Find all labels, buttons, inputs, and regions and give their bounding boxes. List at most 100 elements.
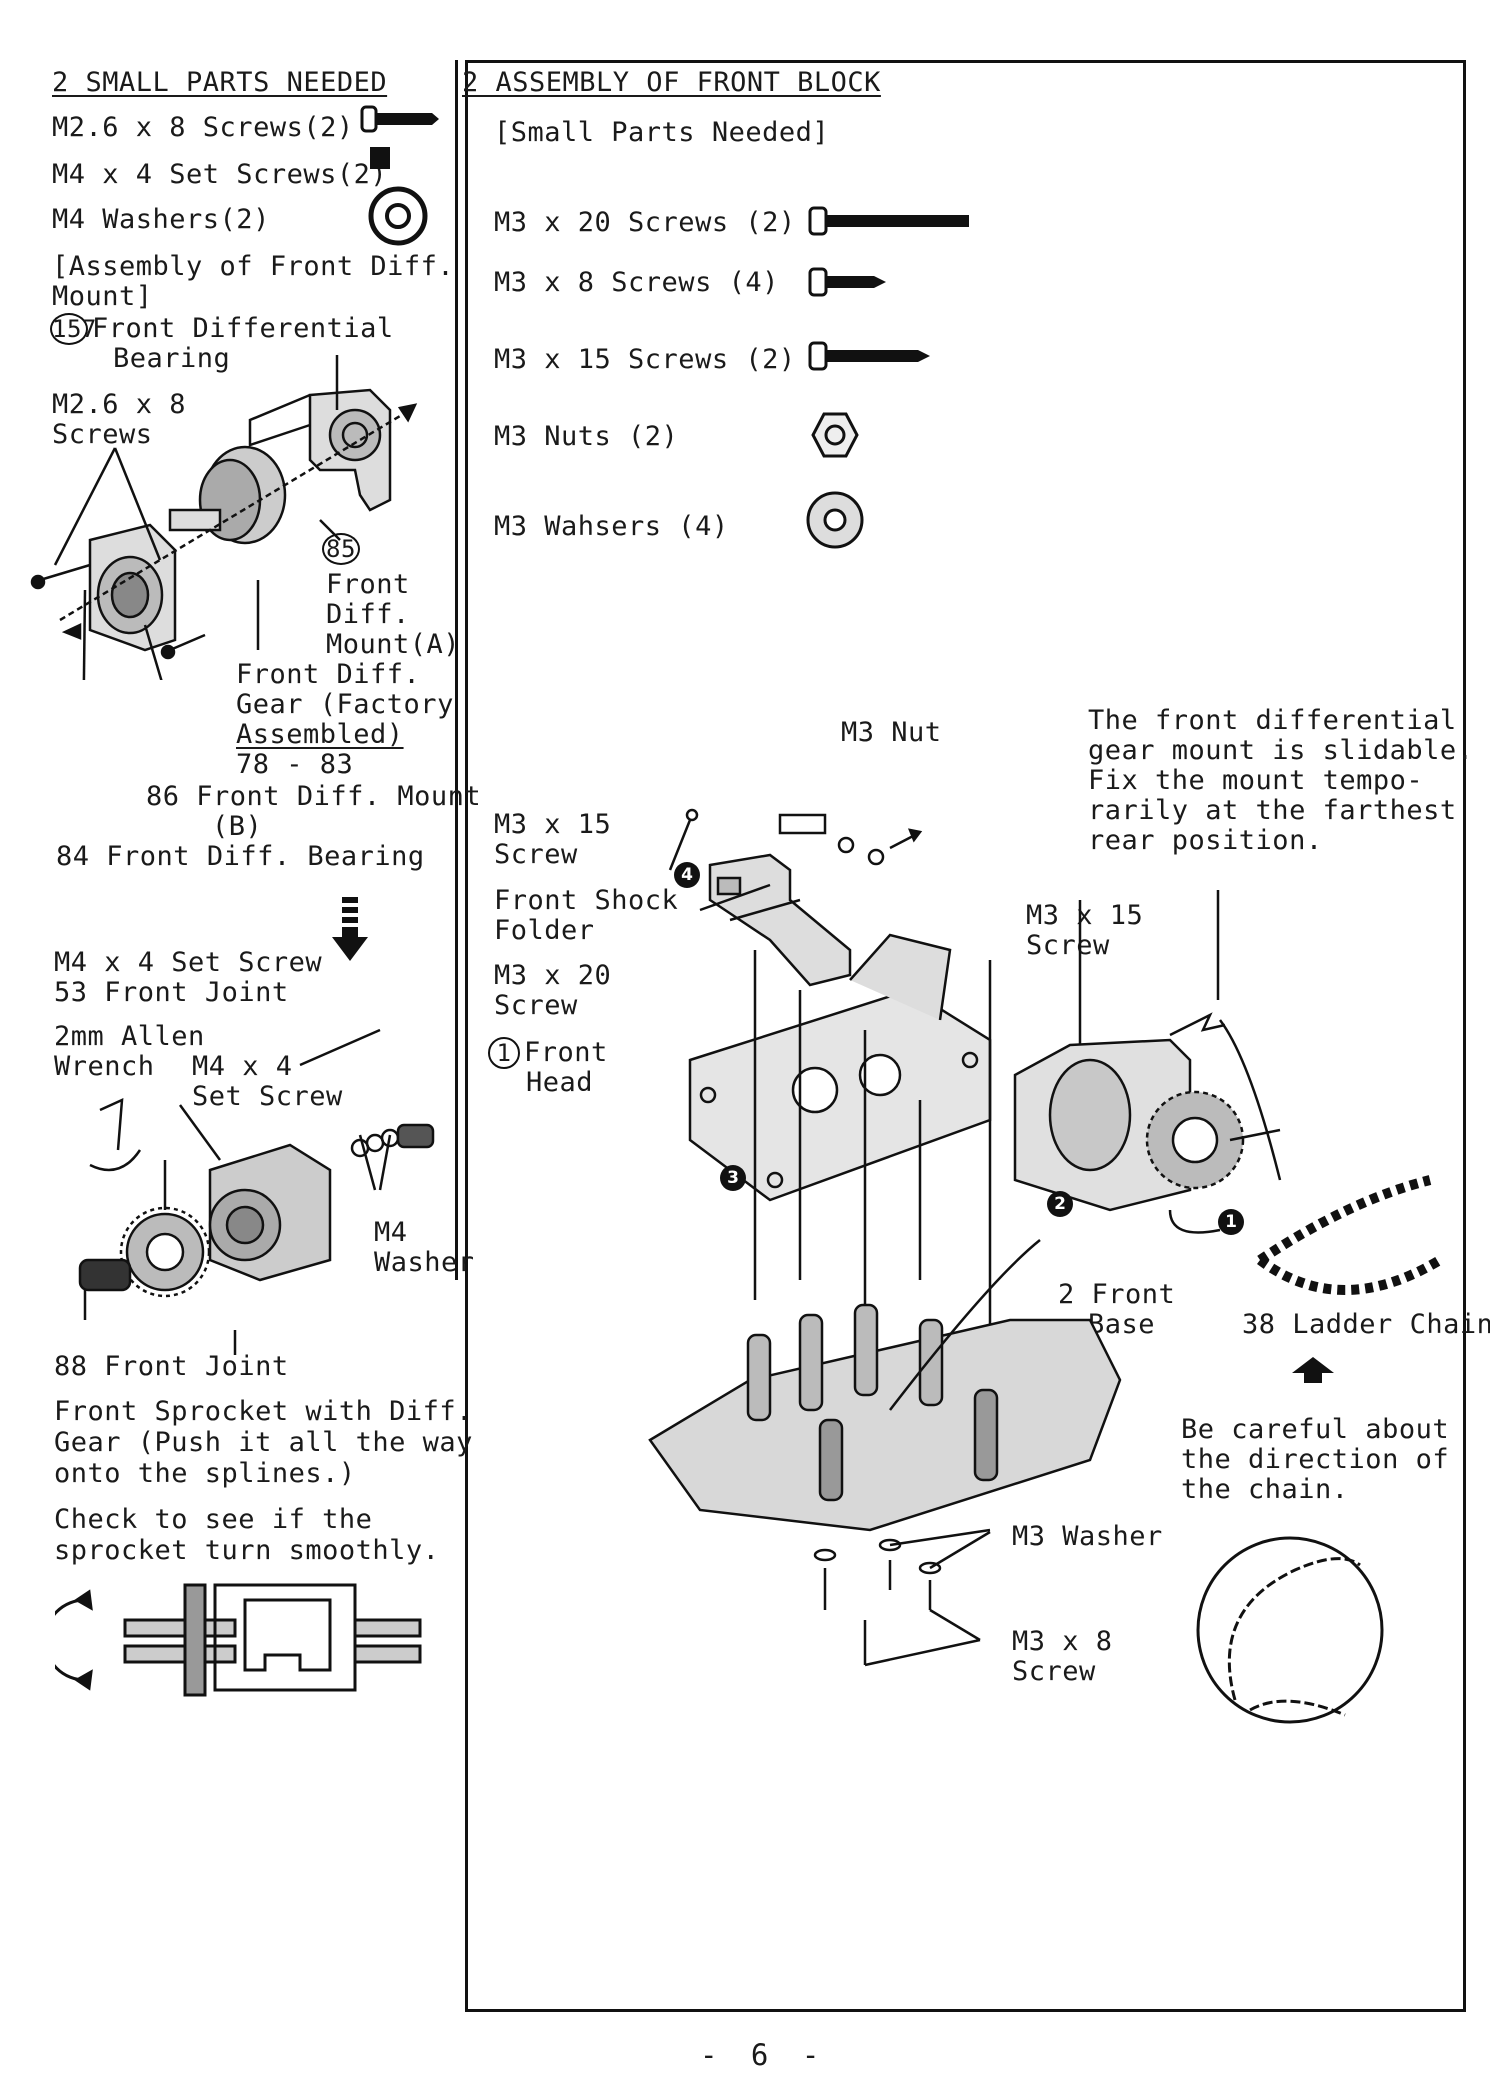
- label-diff-gear-line2: Gear (Factory: [236, 689, 454, 720]
- label-m26-screws-cont: Screws: [52, 419, 153, 450]
- arrow-up-icon: [1292, 1357, 1334, 1383]
- label-front-shock-folder-cont: Folder: [494, 915, 595, 946]
- label-diff-gear-line3: Assembled): [236, 719, 404, 750]
- label-m4x4: M4 x 4: [192, 1051, 293, 1082]
- sprocket-note-line1: Front Sprocket with Diff.: [54, 1396, 473, 1427]
- label-front-diff-bearing-cont: Bearing: [113, 343, 231, 374]
- sprocket-assembly-illustration: [78, 1028, 435, 1355]
- careful-note-line2: the direction of: [1181, 1444, 1450, 1475]
- label-mount-b: Front Diff. Mount: [196, 781, 482, 812]
- label-m26-screws: M2.6 x 8: [52, 389, 187, 420]
- label-diff-gear-range: 78 - 83: [236, 749, 354, 780]
- label-front-joint-53: Front Joint: [104, 977, 289, 1008]
- part-item-m4-set-screws: M4 x 4 Set Screws(2): [52, 159, 388, 190]
- step-badge-4: 4: [674, 862, 700, 888]
- slidable-note-line4: rarily at the farthest: [1088, 795, 1457, 826]
- label-m4-washer: M4: [374, 1217, 408, 1248]
- label-m4-washer-cont: Washer: [374, 1247, 475, 1278]
- slidable-note-line1: The front differential: [1088, 705, 1457, 736]
- part-item-m3x8: M3 x 8 Screws (4): [494, 267, 779, 298]
- label-ladder-chain: 38 Ladder Chain: [1242, 1310, 1490, 1340]
- part-number-84: 84: [56, 841, 90, 872]
- sprocket-note-line3: onto the splines.): [54, 1458, 356, 1489]
- part-number-53: 53: [54, 977, 88, 1008]
- label-allen-wrench: 2mm Allen: [54, 1021, 205, 1052]
- label-m3x15-screw-right-cont: Screw: [1026, 930, 1110, 961]
- m3-washer-icon: [806, 491, 864, 549]
- part-item-m4-washers: M4 Washers(2): [52, 204, 270, 235]
- label-front-base-text: Front: [1091, 1279, 1176, 1310]
- slidable-note-line3: Fix the mount tempo-: [1088, 765, 1424, 796]
- label-m3x8-screw-cont: Screw: [1012, 1656, 1096, 1687]
- small-parts-heading: [Small Parts Needed]: [494, 117, 830, 148]
- label-m3x8-screw: M3 x 8: [1012, 1626, 1113, 1657]
- part-item-m3-washers: M3 Wahsers (4): [494, 511, 729, 542]
- sprocket-note-line2: Gear (Push it all the way: [54, 1427, 473, 1458]
- label-m4x4-set-screw: M4 x 4 Set Screw: [54, 947, 323, 978]
- column-divider: [455, 60, 458, 1280]
- label-front-diff-bearing-84: Front Diff. Bearing: [106, 841, 425, 872]
- label-mount-a-line3: Mount(A): [326, 629, 461, 660]
- right-section-header: 2 ASSEMBLY OF FRONT BLOCK: [462, 67, 881, 98]
- label-m3x15-screw: M3 x 15: [494, 809, 612, 840]
- part-item-m3x20: M3 x 20 Screws (2): [494, 207, 796, 238]
- label-m3x20-screw: M3 x 20: [494, 960, 612, 991]
- rotation-check-illustration: [55, 1583, 422, 1697]
- arrow-down-icon: [332, 897, 368, 961]
- label-front-head-cont: Head: [526, 1067, 594, 1098]
- long-screw-icon: [808, 206, 969, 236]
- assembly-subheading-cont: Mount]: [52, 281, 153, 312]
- slidable-note-line5: rear position.: [1088, 825, 1323, 856]
- part-number-38: 38: [1242, 1309, 1276, 1340]
- label-part-53: 53 Front Joint: [54, 978, 289, 1008]
- label-mount-a-line1: Front: [326, 569, 410, 600]
- step-badge-2: 2: [1047, 1191, 1073, 1217]
- check-note-line2: sprocket turn smoothly.: [54, 1535, 440, 1566]
- short-screw-icon: [808, 267, 886, 297]
- label-mount-b-cont: (B): [212, 811, 263, 842]
- left-section-header: 2 SMALL PARTS NEEDED: [52, 67, 388, 98]
- label-m3x20-screw-cont: Screw: [494, 990, 578, 1021]
- label-front-base: 2 Front: [1058, 1280, 1175, 1310]
- label-m3x15-screw-right: M3 x 15: [1026, 900, 1144, 931]
- page-number: - 6 -: [700, 2038, 828, 2072]
- label-m3-nut: M3 Nut: [841, 717, 942, 748]
- medium-screw-icon: [808, 341, 930, 371]
- careful-note-line3: the chain.: [1181, 1474, 1349, 1505]
- label-front-base-cont: Base: [1088, 1309, 1156, 1340]
- step-badge-3: 3: [720, 1165, 746, 1191]
- label-front-head-text: Front: [524, 1037, 608, 1068]
- washer-icon: [368, 186, 428, 246]
- label-m3-washer: M3 Washer: [1012, 1521, 1163, 1552]
- nut-icon: [811, 412, 859, 458]
- part-number-88: 88: [54, 1351, 88, 1382]
- label-part-157: 157Front Differential: [50, 313, 394, 345]
- label-mount-a-line2: Diff.: [326, 599, 410, 630]
- step-badge-1: 1: [1218, 1209, 1244, 1235]
- label-front-diff-bearing: Front Differential: [92, 313, 394, 344]
- part-item-m3x15: M3 x 15 Screws (2): [494, 344, 796, 375]
- label-m4x4-cont: Set Screw: [192, 1081, 343, 1112]
- label-allen-wrench-cont: Wrench: [54, 1051, 155, 1082]
- label-part-86: 86 Front Diff. Mount: [146, 782, 481, 812]
- slidable-note-line2: gear mount is slidable.: [1088, 735, 1474, 766]
- part-number-85-badge: 85: [322, 533, 360, 565]
- front-diff-mount-illustration: [30, 355, 418, 680]
- screw-icon: [360, 105, 439, 133]
- label-m3x15-screw-cont: Screw: [494, 839, 578, 870]
- label-part-84: 84 Front Diff. Bearing: [56, 842, 425, 872]
- part-item-m26-screws: M2.6 x 8 Screws(2): [52, 112, 354, 143]
- set-screw-icon: [370, 147, 390, 169]
- part-number-1: 1: [488, 1037, 520, 1069]
- label-part-88: 88 Front Joint: [54, 1352, 289, 1382]
- part-number-2: 2: [1058, 1279, 1075, 1310]
- part-number-85: 85: [322, 533, 364, 565]
- label-front-shock-folder: Front Shock: [494, 885, 679, 916]
- assembly-subheading: [Assembly of Front Diff.: [52, 251, 455, 282]
- assembly-frame: [465, 60, 1466, 2012]
- check-note-line1: Check to see if the: [54, 1504, 373, 1535]
- part-number-86: 86: [146, 781, 180, 812]
- label-diff-gear-line1: Front Diff.: [236, 659, 421, 690]
- part-item-m3-nuts: M3 Nuts (2): [494, 421, 679, 452]
